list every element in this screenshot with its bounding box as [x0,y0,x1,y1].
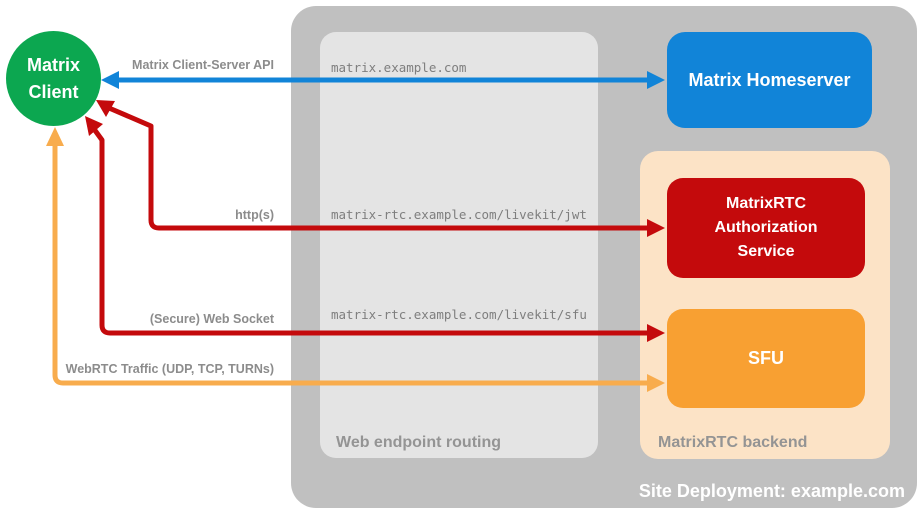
node-sfu: SFU [667,309,865,408]
matrixrtc-backend-label: MatrixRTC backend [658,434,808,451]
matrix-homeserver-label: Matrix Homeserver [688,69,851,90]
webrtc-traffic-label: WebRTC Traffic (UDP, TCP, TURNs) [65,362,274,376]
site-deployment-label: Site Deployment: example.com [638,481,905,501]
node-matrixrtc-authorization-service: MatrixRTC Authorization Service [667,178,865,278]
node-matrix-client: Matrix Client [6,31,101,126]
route-matrix-example-com: matrix.example.com [331,60,467,75]
matrixrtc-auth-service-label: MatrixRTC Authorization Service [714,195,818,260]
web-endpoint-routing-container [320,32,598,458]
https-label: http(s) [235,208,274,222]
web-endpoint-routing-label: Web endpoint routing [336,434,502,451]
client-server-api-label: Matrix Client-Server API [132,58,274,72]
node-matrix-homeserver: Matrix Homeserver [667,32,872,128]
websocket-label: (Secure) Web Socket [149,312,274,326]
sfu-label: SFU [748,348,784,368]
matrix-client-label: Matrix Client [26,55,80,102]
route-livekit-sfu: matrix-rtc.example.com/livekit/sfu [331,307,587,322]
route-livekit-jwt: matrix-rtc.example.com/livekit/jwt [331,207,587,222]
